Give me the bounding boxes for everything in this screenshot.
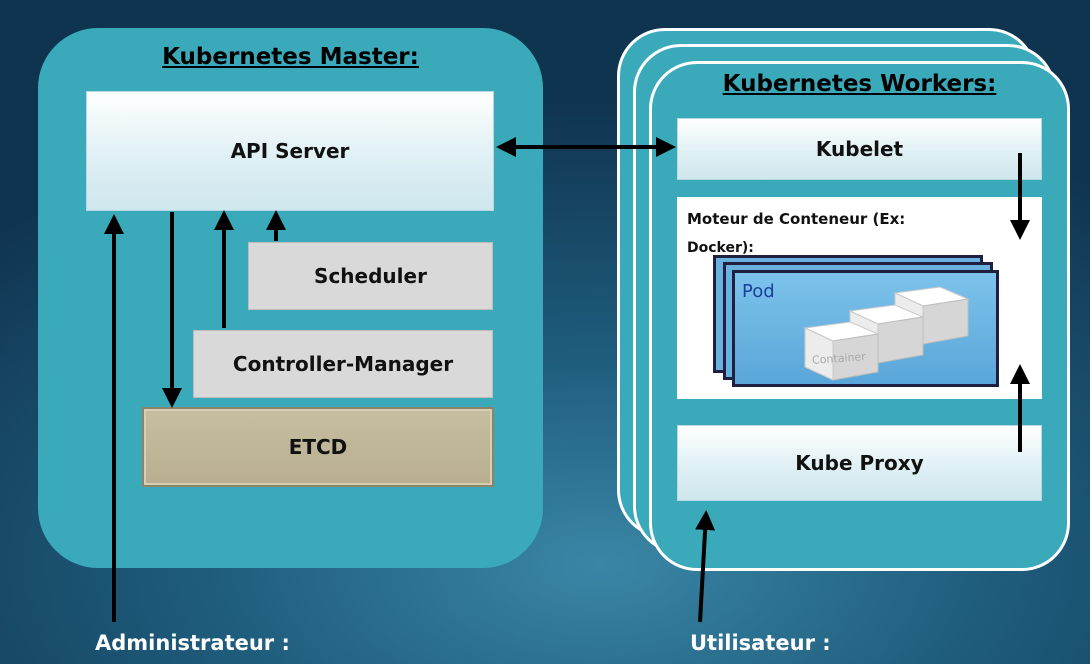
etcd-box: ETCD [142, 407, 494, 487]
pod-label: Pod [742, 281, 775, 302]
container-engine-box: Moteur de Conteneur (Ex: Docker): Pod Co… [677, 197, 1042, 399]
kube-proxy-box: Kube Proxy [677, 425, 1042, 501]
kubelet-box: Kubelet [677, 118, 1042, 180]
controller-manager-box: Controller-Manager [193, 330, 493, 398]
scheduler-box: Scheduler [248, 242, 493, 310]
user-label: Utilisateur : [690, 631, 831, 655]
workers-title: Kubernetes Workers: [722, 71, 997, 97]
master-title: Kubernetes Master: [162, 44, 419, 70]
pod-card-front: Pod Container [732, 270, 999, 387]
api-server-box: API Server [86, 91, 494, 211]
user-to-proxy-arrow [695, 510, 716, 623]
container-engine-label: Moteur de Conteneur (Ex: Docker): [687, 205, 1007, 262]
container-engine-label-line2: Docker): [687, 240, 754, 256]
admin-label: Administrateur : [95, 631, 290, 655]
container-cubes-illustration [803, 286, 970, 381]
container-engine-label-line1: Moteur de Conteneur (Ex: [687, 210, 906, 228]
